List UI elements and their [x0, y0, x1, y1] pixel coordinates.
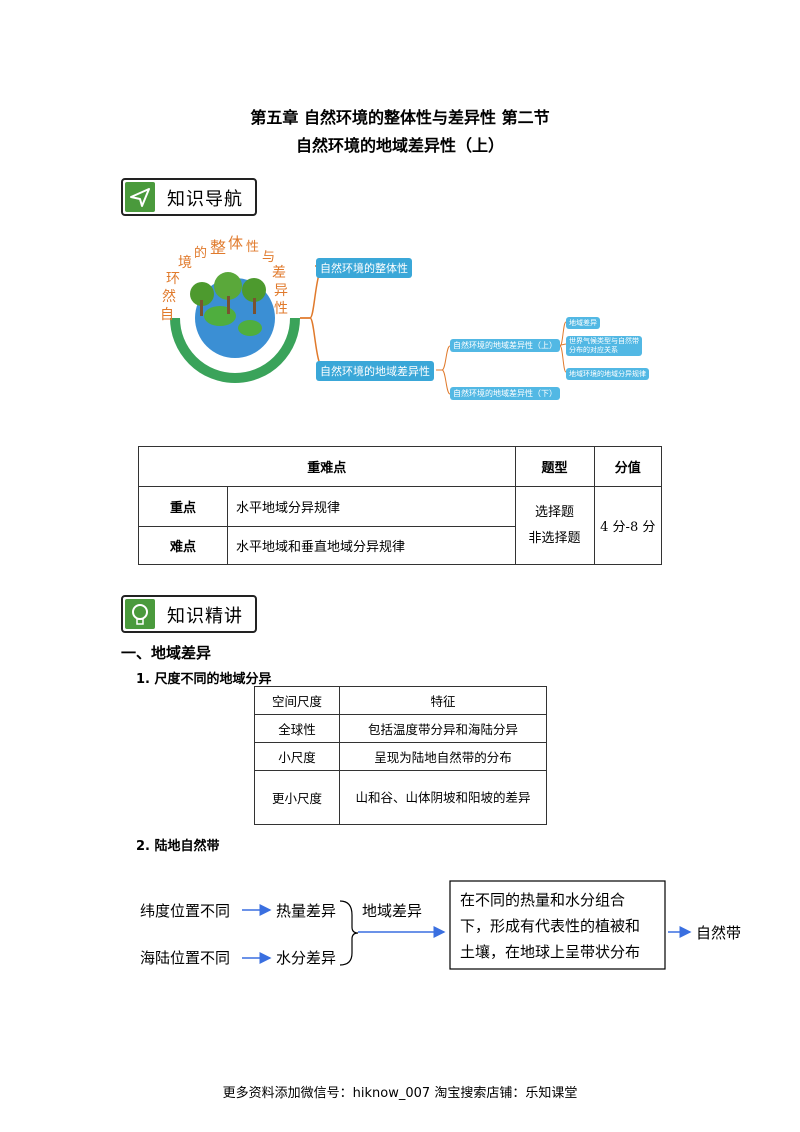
paper-plane-icon	[125, 182, 155, 212]
leaf2-line1: 世界气候类型与自然带	[569, 337, 639, 345]
flow-result: 自然带	[696, 924, 742, 942]
arc-char: 性	[246, 240, 260, 255]
table-header: 重难点	[138, 446, 516, 487]
page-title: 第五章 自然环境的整体性与差异性 第二节	[250, 108, 550, 127]
score-cell: 4 分-8 分	[593, 486, 663, 565]
mindmap-node-sub1: 自然环境的地域差异性（上）	[450, 339, 560, 352]
arc-char: 的	[194, 246, 208, 261]
arc-char: 自	[160, 307, 174, 323]
flow-arrows	[242, 880, 692, 970]
scale-table: 空间尺度 特征 全球性 包括温度带分异和海陆分异 小尺度 呈现为陆地自然带的分布…	[254, 686, 547, 825]
section-badge-navigation: 知识导航	[121, 178, 257, 216]
table-row-label: 重点	[138, 486, 228, 527]
heading-1: 一、地域差异	[121, 644, 212, 662]
table-header: 空间尺度	[254, 686, 340, 715]
page-footer: 更多资料添加微信号：hiknow_007 淘宝搜索店铺：乐知课堂	[222, 1086, 578, 1101]
table-cell: 呈现为陆地自然带的分布	[339, 742, 547, 771]
arc-char: 体	[228, 234, 244, 252]
arc-char: 与	[262, 250, 276, 265]
table-cell: 山和谷、山体阴坡和阳坡的差异	[339, 770, 547, 825]
flow-effect2: 水分差异	[276, 949, 337, 967]
arc-char: 整	[210, 238, 227, 257]
arc-char: 境	[178, 255, 192, 271]
flow-cause1: 纬度位置不同	[140, 902, 231, 920]
table-header: 特征	[339, 686, 547, 715]
flow-box-line2: 下，形成有代表性的植被和	[460, 917, 641, 935]
flow-box: 在不同的热量和水分组合 下，形成有代表性的植被和 土壤，在地球上呈带状分布	[460, 887, 640, 965]
arc-char: 差	[272, 265, 286, 281]
table-cell: 全球性	[254, 714, 340, 743]
arc-char: 性	[274, 301, 288, 317]
mindmap-node-leaf2: 世界气候类型与自然带 分布的对应关系	[566, 336, 642, 356]
table-header: 题型	[514, 446, 595, 487]
lightbulb-icon	[125, 599, 155, 629]
mindmap-node-branch1: 自然环境的整体性	[316, 258, 412, 278]
flow-box-line1: 在不同的热量和水分组合	[460, 891, 626, 909]
question-type-line1: 选择题	[535, 504, 575, 520]
table-cell: 包括温度带分异和海陆分异	[339, 714, 547, 743]
table-row-label: 难点	[138, 526, 228, 565]
arc-char: 然	[162, 289, 176, 305]
question-type-line2: 非选择题	[528, 530, 581, 546]
flow-cause2: 海陆位置不同	[140, 949, 231, 967]
flow-diagram: 纬度位置不同 热量差异 海陆位置不同 水分差异 地域差异 在不同的热量和水分组合…	[140, 875, 780, 975]
table-cell: 更小尺度	[254, 770, 340, 825]
mindmap-node-branch2: 自然环境的地域差异性	[316, 361, 434, 381]
page-subtitle: 自然环境的地域差异性（上）	[295, 136, 504, 155]
table-row-content: 水平地域和垂直地域分异规律	[227, 526, 516, 565]
section-label: 知识精讲	[167, 606, 243, 627]
arc-char: 环	[166, 271, 180, 287]
mindmap-node-sub2: 自然环境的地域差异性（下）	[450, 387, 560, 400]
flow-box-line3: 土壤，在地球上呈带状分布	[460, 943, 641, 961]
mindmap: 自 然 环 境 的 整 体 性 与 差 异 性 自然环境的整体性 自然环境的地域…	[150, 234, 670, 408]
question-type-cell: 选择题 非选择题	[514, 486, 595, 565]
mindmap-node-leaf1: 地域差异	[566, 317, 600, 329]
table-cell: 小尺度	[254, 742, 340, 771]
flow-effect1: 热量差异	[276, 902, 337, 920]
arc-char: 异	[274, 283, 288, 299]
leaf2-line2: 分布的对应关系	[569, 346, 618, 354]
section-badge-detail: 知识精讲	[121, 595, 257, 633]
table-row-content: 水平地域分异规律	[227, 486, 516, 527]
heading-2: 2. 陆地自然带	[136, 839, 220, 854]
flow-middle: 地域差异	[362, 902, 423, 920]
mindmap-node-leaf3: 地域环境的地域分异规律	[566, 368, 649, 380]
table-header: 分值	[593, 446, 663, 487]
key-points-table: 重难点 题型 分值 重点 水平地域分异规律 选择题 非选择题 4 分-8 分 难…	[138, 446, 663, 565]
heading-2: 1. 尺度不同的地域分异	[136, 672, 272, 687]
section-label: 知识导航	[167, 189, 243, 210]
